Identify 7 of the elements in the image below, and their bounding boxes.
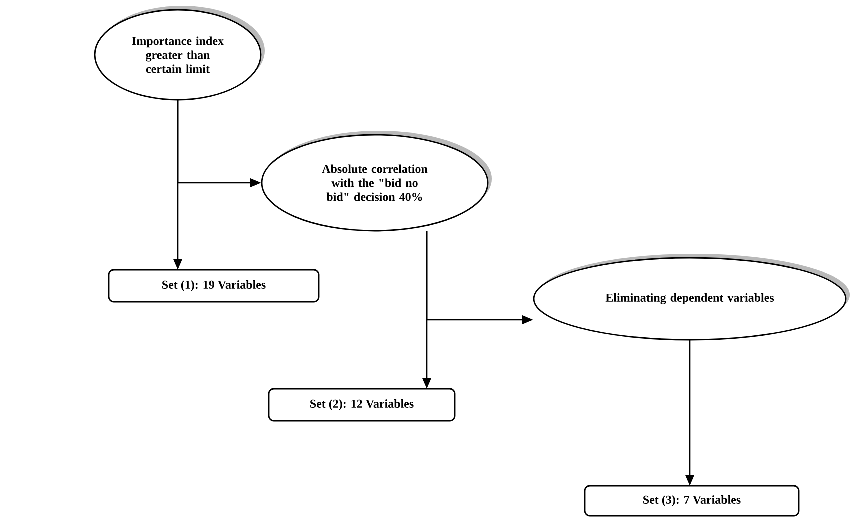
- ellipse-node: Importance index greater than certain limit: [94, 6, 265, 101]
- ellipse-node: Absolute correlation with the "bid no bid" decision 40%: [261, 131, 492, 232]
- result-box: Set (1): 19 Variables: [108, 269, 320, 303]
- node-label: Eliminating dependent variables: [606, 294, 774, 304]
- ellipse-node: Eliminating dependent variables: [533, 254, 850, 341]
- result-box: Set (3): 7 Variables: [584, 485, 800, 517]
- result-box: Set (2): 12 Variables: [268, 388, 456, 422]
